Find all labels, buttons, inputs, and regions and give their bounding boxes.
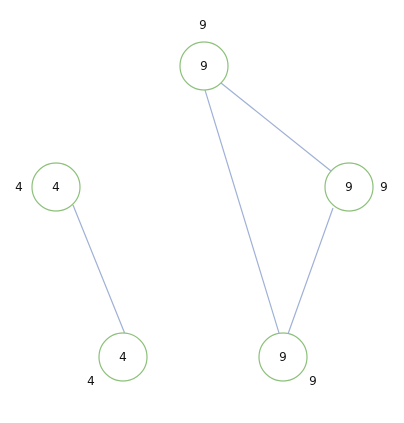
- nodes: 9 9 9 9 9 9 4 4 4 4: [15, 18, 388, 388]
- edge-top-bottom: [204, 89, 280, 334]
- node-lower-left-circle: [98, 332, 148, 382]
- node-left-value: 4: [52, 180, 60, 194]
- node-right: 9 9: [324, 162, 388, 212]
- node-right-value: 9: [345, 180, 353, 194]
- node-left-label: 4: [15, 180, 23, 194]
- node-right-circle: [324, 162, 374, 212]
- node-bottom-value: 9: [279, 350, 287, 364]
- node-lower-left: 4 4: [87, 332, 148, 388]
- node-bottom-circle: [258, 332, 308, 382]
- node-top-label: 9: [199, 18, 207, 32]
- node-top: 9 9: [179, 18, 229, 91]
- node-bottom-label: 9: [309, 374, 317, 388]
- node-left: 4 4: [15, 162, 81, 212]
- node-left-circle: [31, 162, 81, 212]
- node-bottom: 9 9: [258, 332, 317, 388]
- edges: [72, 82, 334, 335]
- node-right-label: 9: [380, 180, 388, 194]
- node-top-circle: [179, 41, 229, 91]
- node-lower-left-label: 4: [87, 374, 95, 388]
- node-top-value: 9: [200, 59, 208, 73]
- edge-top-right: [220, 82, 332, 172]
- node-lower-left-value: 4: [119, 350, 127, 364]
- edge-right-bottom: [287, 207, 334, 335]
- edge-left-lower-left: [72, 204, 126, 335]
